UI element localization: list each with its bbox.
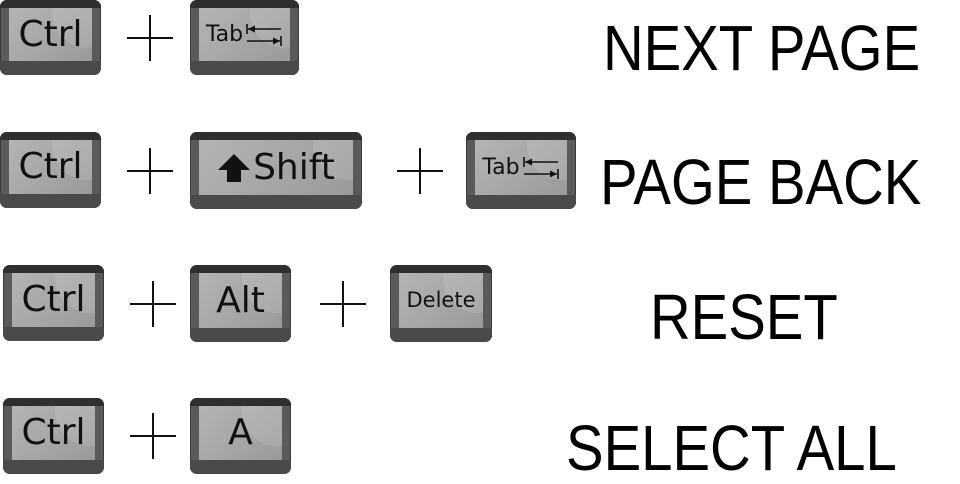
key-ctrl: Ctrl	[3, 265, 104, 341]
key-tab: Tab	[466, 132, 576, 209]
key-label: Delete	[406, 288, 476, 312]
action-label-page-back: PAGE BACK	[600, 146, 922, 218]
key-shift: Shift	[190, 132, 362, 209]
shift-up-arrow-icon	[218, 153, 251, 182]
action-label-next-page: NEXT PAGE	[603, 12, 921, 84]
key-tab: Tab	[190, 0, 299, 75]
tab-arrows-icon	[522, 156, 559, 179]
key-ctrl: Ctrl	[0, 132, 101, 208]
key-label: Alt	[216, 279, 265, 321]
plus-icon	[130, 281, 176, 327]
key-label: Ctrl	[18, 146, 83, 187]
plus-icon	[320, 281, 366, 327]
key-ctrl: Ctrl	[3, 398, 104, 474]
plus-icon	[127, 148, 173, 194]
plus-icon	[397, 148, 443, 194]
tab-arrows-icon	[246, 23, 282, 46]
key-a: A	[190, 398, 291, 474]
key-label: Shift	[253, 146, 335, 188]
key-label: Ctrl	[21, 279, 86, 320]
key-label: Ctrl	[21, 412, 86, 453]
key-label: Ctrl	[18, 13, 83, 55]
action-label-select-all: SELECT ALL	[566, 412, 897, 484]
plus-icon	[130, 413, 176, 459]
action-label-reset: RESET	[650, 281, 838, 353]
key-label: Tab	[482, 154, 520, 180]
key-label: A	[228, 412, 253, 453]
key-alt: Alt	[190, 265, 291, 342]
key-delete: Delete	[390, 265, 492, 342]
key-label: Tab	[205, 21, 244, 47]
key-ctrl: Ctrl	[0, 0, 101, 75]
plus-icon	[127, 15, 173, 61]
